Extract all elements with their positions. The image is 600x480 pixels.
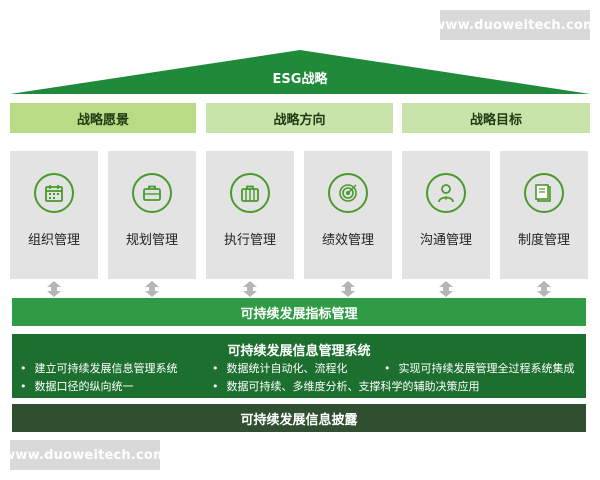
card-label: 执行管理: [223, 233, 276, 248]
info-system-title: 可持续发展信息管理系统: [227, 344, 371, 359]
double-arrow-icon: [439, 281, 453, 297]
indicator-management-bar: 可持续发展指标管理: [12, 298, 586, 326]
info-system-item: 数据口径的纵向统一: [20, 378, 134, 394]
info-system-item: 建立可持续发展信息管理系统: [20, 360, 178, 376]
watermark-top: www.duoweitech.com: [433, 10, 597, 40]
card-organization: 组织管理: [10, 151, 98, 279]
info-system-item: 数据可持续、多维度分析、支撑科学的辅助决策应用: [212, 378, 480, 394]
calendar-icon: [34, 173, 74, 213]
band-strategic-vision: 战略愿景: [10, 103, 196, 133]
info-system-item: 实现可持续发展管理全过程系统集成: [384, 360, 575, 376]
card-label: 规划管理: [125, 233, 178, 248]
card-performance: 绩效管理: [304, 151, 392, 279]
info-system-item: 数据统计自动化、流程化: [212, 360, 348, 376]
card-label: 组织管理: [27, 233, 80, 248]
books-icon: [524, 173, 564, 213]
card-communication: 沟通管理: [402, 151, 490, 279]
double-arrow-icon: [537, 281, 551, 297]
card-label: 绩效管理: [321, 233, 374, 248]
card-label: 沟通管理: [419, 233, 472, 248]
watermark-bottom: www.duoweitech.com: [3, 440, 167, 470]
band-strategic-goal: 战略目标: [402, 103, 590, 133]
person-icon: [426, 173, 466, 213]
info-disclosure-bar: 可持续发展信息披露: [12, 404, 586, 432]
card-execution: 执行管理: [206, 151, 294, 279]
card-planning: 规划管理: [108, 151, 196, 279]
band-strategic-direction: 战略方向: [206, 103, 393, 133]
card-regulation: 制度管理: [500, 151, 588, 279]
target-icon: [328, 173, 368, 213]
roof-shape: [10, 50, 590, 94]
info-system-bar: 可持续发展信息管理系统 建立可持续发展信息管理系统 数据统计自动化、流程化 实现…: [12, 334, 586, 398]
card-label: 制度管理: [517, 233, 570, 248]
double-arrow-icon: [145, 281, 159, 297]
briefcase-icon: [132, 173, 172, 213]
double-arrow-icon: [243, 281, 257, 297]
double-arrow-icon: [341, 281, 355, 297]
suitcase-icon: [230, 173, 270, 213]
double-arrow-icon: [47, 281, 61, 297]
roof-title: ESG战略: [272, 72, 328, 87]
